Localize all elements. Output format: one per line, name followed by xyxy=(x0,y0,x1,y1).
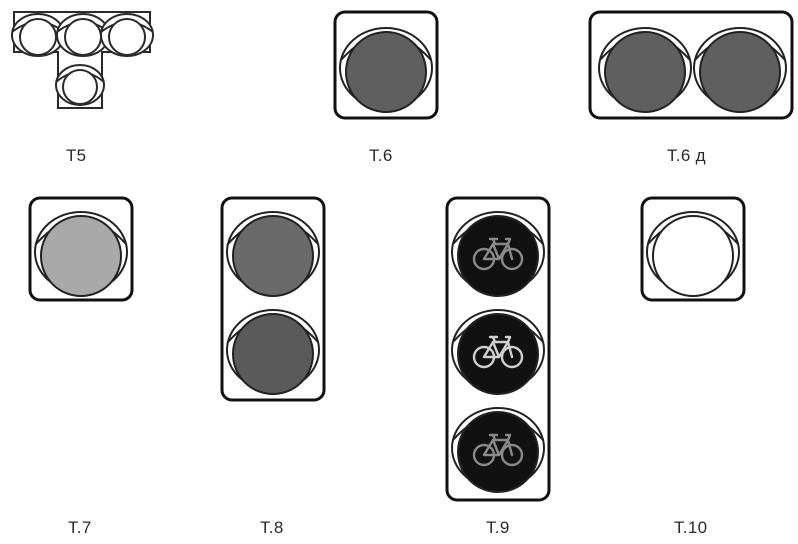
signal-lamp xyxy=(55,64,105,106)
caption-t10: Т.10 xyxy=(674,518,708,537)
lamp-face xyxy=(19,18,57,56)
caption-t8: Т.8 xyxy=(260,518,284,537)
signal-t7 xyxy=(28,196,134,302)
lamp-face xyxy=(699,31,781,113)
signal-t8 xyxy=(220,196,326,402)
lamp-face xyxy=(62,69,98,105)
lamp-face xyxy=(108,18,146,56)
lamp-face xyxy=(652,215,734,297)
lamp-face xyxy=(64,18,102,56)
signal-t10 xyxy=(640,196,746,302)
lamp-face xyxy=(604,31,686,113)
signal-t5 xyxy=(11,11,154,109)
signal-t9 xyxy=(445,196,551,502)
lamp-face xyxy=(232,313,314,395)
signal-t6 xyxy=(333,10,439,120)
caption-t6d: Т.6 д xyxy=(667,146,706,165)
caption-t5: Т5 xyxy=(66,146,87,165)
lamp-face xyxy=(345,31,427,113)
signal-lamp xyxy=(11,13,65,57)
caption-t6: Т.6 xyxy=(369,146,393,165)
caption-t9: Т.9 xyxy=(486,518,510,537)
lamp-face xyxy=(232,215,314,297)
lamp-face xyxy=(40,215,122,297)
caption-t7: Т.7 xyxy=(68,518,92,537)
signal-t6d xyxy=(588,10,794,120)
signal-lamp xyxy=(100,13,154,57)
